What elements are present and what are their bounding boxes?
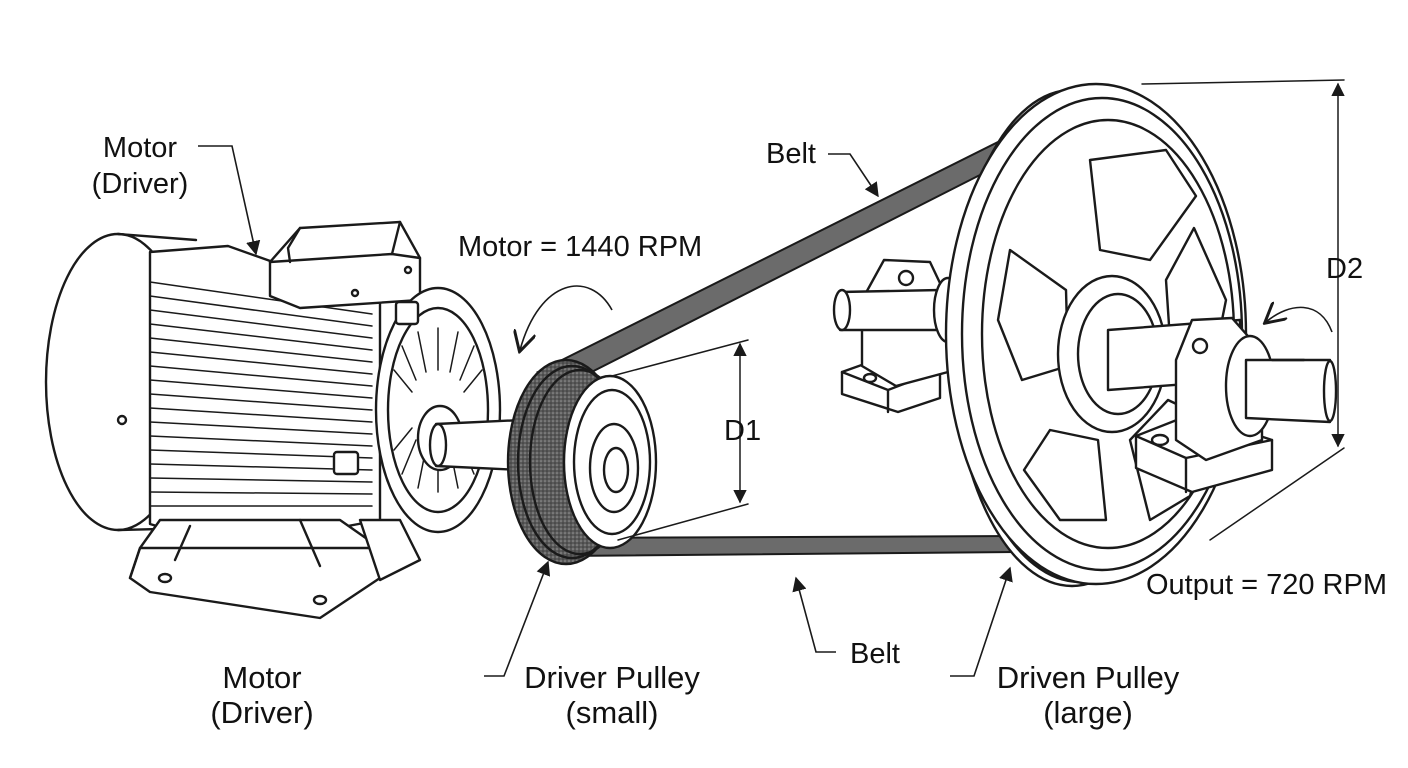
d2-dimension: [1141, 79, 1345, 541]
motor-top-label-line1: Motor: [103, 132, 177, 164]
motor-top-label-line2: (Driver): [92, 168, 189, 200]
d1-label: D1: [724, 415, 761, 447]
motor-bottom-label-line1: Motor: [222, 660, 301, 695]
motor-speed-label: Motor = 1440 RPM: [458, 231, 702, 263]
motor-rotation-arrow: [520, 285, 613, 350]
leader-lines: [198, 145, 1013, 677]
front-pillow-block: [1134, 316, 1338, 494]
output-rotation-arrow: [1266, 307, 1333, 333]
driver-pulley-label-line2: (small): [566, 695, 659, 730]
d2-label: D2: [1326, 253, 1363, 285]
labels: Motor (Driver) Belt Motor = 1440 RPM D1 …: [92, 132, 1387, 730]
belt-bottom-label: Belt: [850, 638, 900, 670]
driven-pulley-label-line1: Driven Pulley: [997, 660, 1180, 695]
motor: [44, 220, 524, 620]
output-speed-label: Output = 720 RPM: [1146, 569, 1387, 601]
d1-dimension: [611, 339, 749, 541]
driver-pulley-label-line1: Driver Pulley: [524, 660, 700, 695]
rear-pillow-block: [832, 258, 964, 414]
motor-bottom-label-line2: (Driver): [210, 695, 313, 730]
driver-pulley: [506, 358, 658, 566]
driven-pulley-label-line2: (large): [1043, 695, 1133, 730]
belt-top-label: Belt: [766, 138, 816, 170]
